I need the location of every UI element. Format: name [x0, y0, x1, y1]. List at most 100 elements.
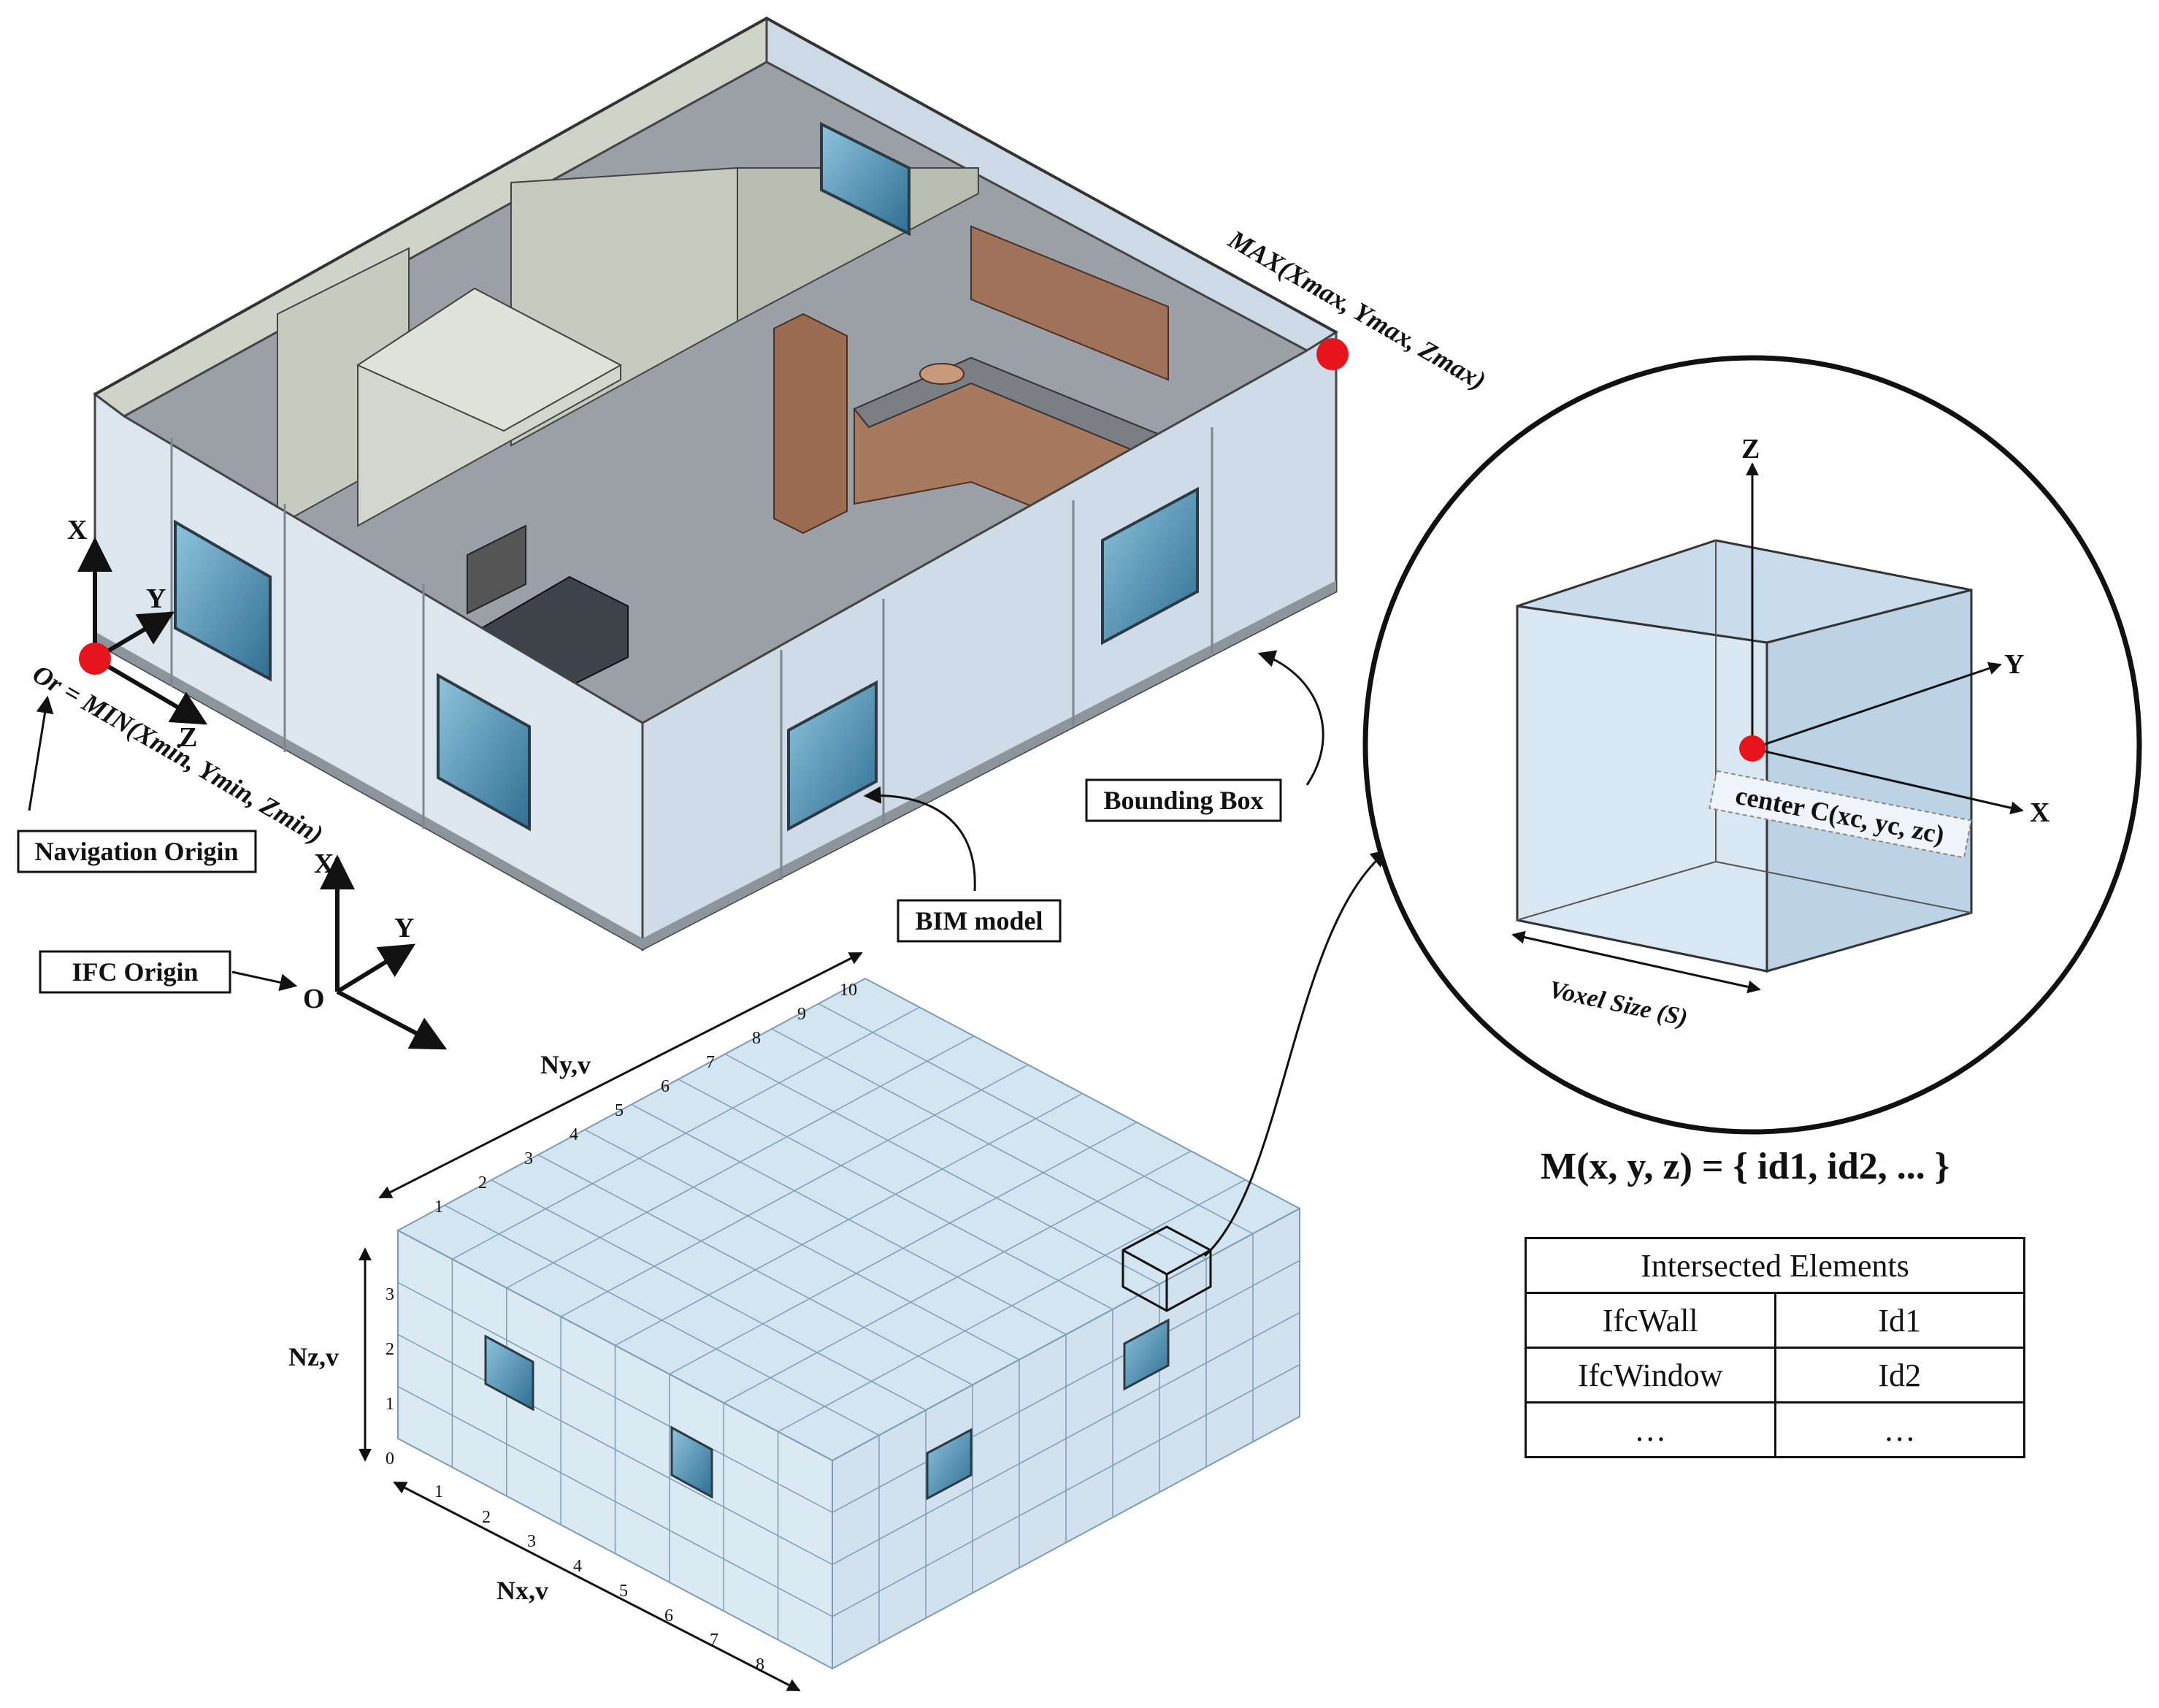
element-type-cell: IfcWall	[1525, 1292, 1776, 1349]
window	[437, 673, 531, 832]
ifc-origin-group: IFC Origin X Y O	[39, 849, 448, 1050]
nav-axis-z-label: Z	[179, 722, 197, 753]
y-number: 2	[478, 1173, 487, 1192]
y-number: 1	[434, 1198, 443, 1217]
grid-number-labels: 1 2 3 4 5 6 7 8 9 10 1 2 3 4 5 6 7 8 0 1…	[386, 981, 857, 1674]
y-number: 9	[797, 1005, 806, 1024]
bounding-box-callout: Bounding Box	[1085, 650, 1324, 822]
voxel-window	[484, 1334, 534, 1412]
selected-voxel-edge	[1122, 1249, 1167, 1276]
voxel-grid-line	[778, 1179, 1246, 1433]
x-axis-numbers: 1 2 3 4 5 6 7 8	[434, 1482, 764, 1674]
voxel-grid	[396, 977, 1302, 1670]
bim-model-callout: BIM model	[863, 786, 1062, 943]
tv-panel	[467, 524, 526, 615]
plinth-left	[95, 632, 643, 949]
element-id-cell: …	[1773, 1401, 2025, 1458]
voxel-mapping-formula: M(x, y, z) = { id1, id2, ... }	[1541, 1146, 1950, 1187]
element-id-cell: Id2	[1773, 1347, 2025, 1403]
x-number: 5	[619, 1582, 628, 1601]
z-number: 1	[386, 1395, 394, 1414]
voxel-grid-line	[397, 1230, 833, 1461]
voxel-axis-x	[1752, 747, 2024, 815]
window	[1101, 486, 1199, 646]
element-type-cell: IfcWindow	[1525, 1347, 1776, 1403]
selected-voxel-edge	[1166, 1249, 1211, 1276]
nav-axis-x-label: X	[67, 515, 87, 545]
nx-label: Nx,v	[496, 1576, 548, 1605]
voxel-grid-line	[615, 1092, 1083, 1347]
voxel-cube-front-face	[1516, 605, 1768, 973]
nz-label: Nz,v	[288, 1342, 339, 1371]
cube-hidden-edge	[1516, 861, 1717, 921]
voxel-grid-line	[832, 1364, 1300, 1617]
intersected-elements-table: Intersected Elements IfcWall Id1 IfcWind…	[1525, 1237, 2025, 1458]
x-number: 4	[573, 1557, 582, 1576]
y-number: 7	[706, 1053, 715, 1072]
wall-top-edge	[94, 16, 1337, 396]
navigation-origin-callout: Navigation Origin	[17, 695, 257, 873]
y-number: 10	[840, 981, 857, 1000]
voxel-grid-line	[723, 1150, 1192, 1403]
voxel-zoom-detail: Z Y X center C(xc, yc, zc) Voxel Size (S…	[1362, 355, 2142, 1135]
voxel-grid-line	[397, 1282, 833, 1513]
voxel-size-arrow	[1511, 930, 1761, 994]
ifc-axis-x-label: X	[314, 849, 334, 879]
ifc-axis-y-label: Y	[394, 913, 414, 943]
navigation-origin-label: Navigation Origin	[34, 837, 238, 866]
y-number: 6	[661, 1077, 670, 1096]
nav-axis-y-label: Y	[146, 583, 166, 614]
tall-cabinet	[773, 313, 848, 535]
y-axis-numbers: 1 2 3 4 5 6 7 8 9 10	[434, 981, 857, 1217]
max-point-marker	[1316, 338, 1349, 370]
table-row: IfcWindow Id2	[1525, 1347, 2025, 1403]
sink	[919, 363, 965, 385]
x-number: 8	[756, 1655, 764, 1674]
x-number: 2	[482, 1508, 491, 1527]
voxel-axis-x-label: X	[2030, 797, 2049, 828]
bim-model-label: BIM model	[916, 906, 1043, 935]
selected-voxel	[1121, 1225, 1212, 1312]
y-number: 4	[570, 1125, 578, 1144]
cube-hidden-edge	[1715, 861, 1972, 914]
voxel-axis-y	[1752, 662, 2002, 750]
voxel-cube-right	[1765, 589, 1973, 973]
table-row: IfcWall Id1	[1525, 1292, 2025, 1349]
element-type-cell: …	[1525, 1401, 1776, 1458]
ny-label: Ny,v	[540, 1050, 591, 1079]
x-number: 7	[710, 1631, 718, 1650]
voxel-axis-y-label: Y	[2004, 649, 2024, 680]
voxel-window	[1123, 1318, 1170, 1391]
grid-dimension-arrows: Ny,v Nx,v Nz,v	[288, 951, 863, 1692]
voxel-grid-line	[832, 1416, 1300, 1669]
voxel-grid-line	[832, 1260, 1300, 1513]
window	[820, 121, 910, 237]
voxel-window	[926, 1428, 973, 1501]
ifc-origin-label: IFC Origin	[72, 957, 198, 987]
ifc-origin-o-label: O	[303, 984, 325, 1014]
z-axis-numbers: 0 1 2 3	[386, 1285, 394, 1468]
upper-cabinets	[970, 225, 1169, 381]
voxel-grid-line	[832, 1311, 1300, 1566]
zoom-connector-arrow	[1203, 849, 1389, 1257]
x-number: 6	[664, 1606, 673, 1625]
y-number: 5	[615, 1101, 624, 1120]
window	[174, 519, 272, 682]
bim-model-illustration	[93, 16, 1338, 951]
voxel-axis-z-label: Z	[1741, 434, 1760, 464]
z-number: 3	[386, 1285, 394, 1304]
z-number: 2	[386, 1340, 394, 1359]
x-number: 1	[434, 1482, 443, 1501]
y-number: 8	[752, 1029, 761, 1048]
min-point-marker	[79, 643, 111, 675]
table-row: … …	[1525, 1401, 2025, 1458]
y-number: 3	[524, 1149, 533, 1168]
bathroom-wall	[356, 287, 623, 432]
x-number: 3	[527, 1532, 536, 1551]
table-header: Intersected Elements	[1525, 1237, 2025, 1294]
element-id-cell: Id1	[1773, 1292, 2025, 1349]
voxel-grid-line	[832, 1208, 1300, 1461]
voxel-center-marker	[1739, 735, 1765, 762]
z-number: 0	[386, 1449, 394, 1468]
window	[787, 680, 878, 832]
